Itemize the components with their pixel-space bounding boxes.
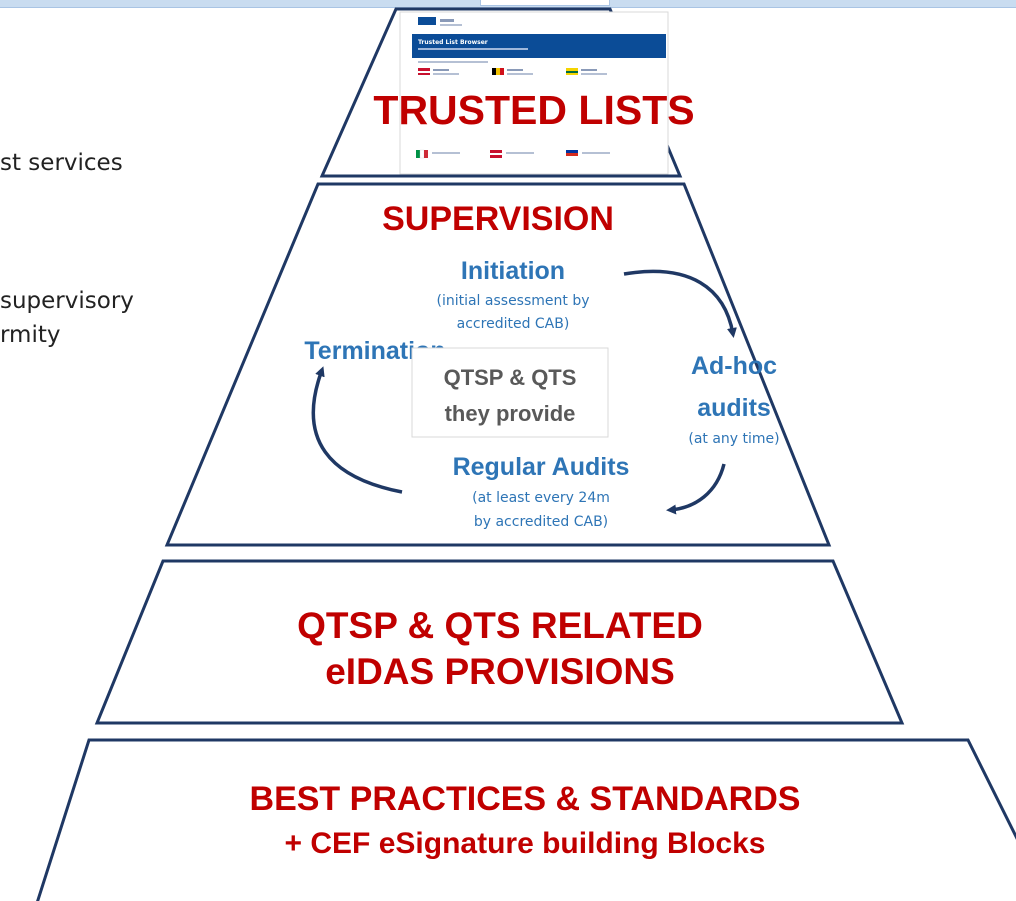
browser-header-bar (412, 34, 666, 58)
top-window-tab (480, 0, 610, 6)
initiation-label: Initiation (461, 257, 565, 285)
center-line-1: QTSP & QTS (444, 365, 577, 390)
trusted-list-browser-image: Trusted List Browser (399, 11, 669, 175)
tier-provisions (94, 559, 905, 725)
arrow-initiation-to-adhoc (623, 269, 737, 338)
regular-desc-line-2: by accredited CAB) (474, 514, 608, 530)
adhoc-label-line-2: audits (697, 394, 771, 422)
standards-line-1: BEST PRACTICES & STANDARDS (250, 780, 801, 818)
provisions-line-1: QTSP & QTS RELATED (297, 605, 703, 646)
side-text-line-2: supervisory (0, 288, 134, 314)
initiation-desc-line-2: accredited CAB) (457, 316, 570, 332)
adhoc-desc: (at any time) (688, 431, 779, 447)
eu-logo-icon (418, 17, 436, 25)
tier-standards (36, 738, 1016, 901)
arrow-regular-to-termination (311, 366, 403, 494)
regular-desc-line-1: (at least every 24m (472, 490, 610, 506)
side-text-line-3: rmity (0, 322, 61, 348)
regular-audits-label: Regular Audits (453, 453, 630, 481)
arrow-adhoc-to-regular (666, 463, 726, 515)
center-line-2: they provide (445, 401, 576, 426)
side-text-line-1: st services (0, 150, 123, 176)
initiation-desc-line-1: (initial assessment by (436, 293, 589, 309)
browser-title: Trusted List Browser (418, 39, 488, 46)
trusted-lists-title: TRUSTED LISTS (373, 87, 694, 133)
supervision-title: SUPERVISION (382, 200, 614, 238)
adhoc-label-line-1: Ad-hoc (691, 352, 777, 380)
center-box (411, 347, 609, 438)
standards-line-2: + CEF eSignature building Blocks (285, 827, 766, 860)
provisions-line-2: eIDAS PROVISIONS (325, 651, 675, 692)
